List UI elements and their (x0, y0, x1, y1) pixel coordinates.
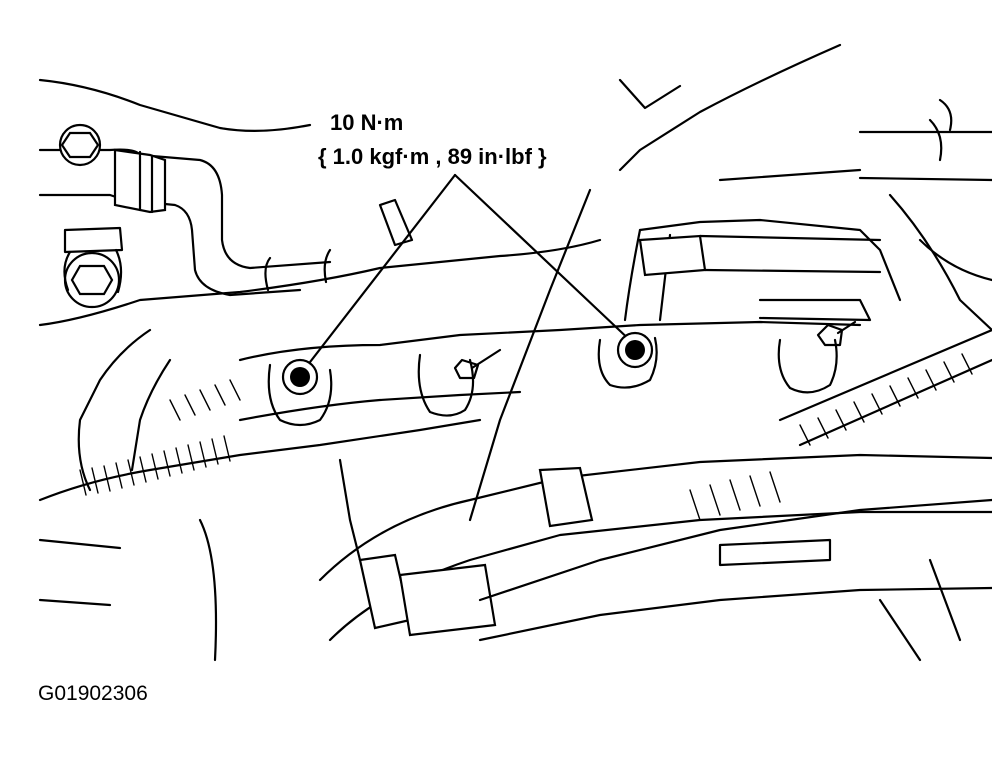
exhaust-manifold (38, 320, 862, 502)
right-exhaust-bolt (616, 331, 654, 369)
upper-left-bolts (58, 123, 124, 309)
left-exhaust-bolt (281, 358, 319, 396)
manifold-studs (453, 320, 857, 380)
upper-left-coolant-pipe (38, 148, 332, 297)
heat-shield-ribs (79, 379, 241, 496)
figure-code: G01902306 (38, 682, 148, 705)
torque-value-metric: 10 N·m (330, 110, 404, 135)
exhaust-pipe-bracket (378, 188, 882, 522)
lower-hoses (318, 328, 992, 642)
lower-left-structure (38, 458, 962, 662)
torque-callout-leaders (298, 173, 637, 377)
engine-body-outlines (38, 43, 992, 332)
torque-value-alternate: { 1.0 kgf·m , 89 in·lbf } (318, 144, 547, 169)
